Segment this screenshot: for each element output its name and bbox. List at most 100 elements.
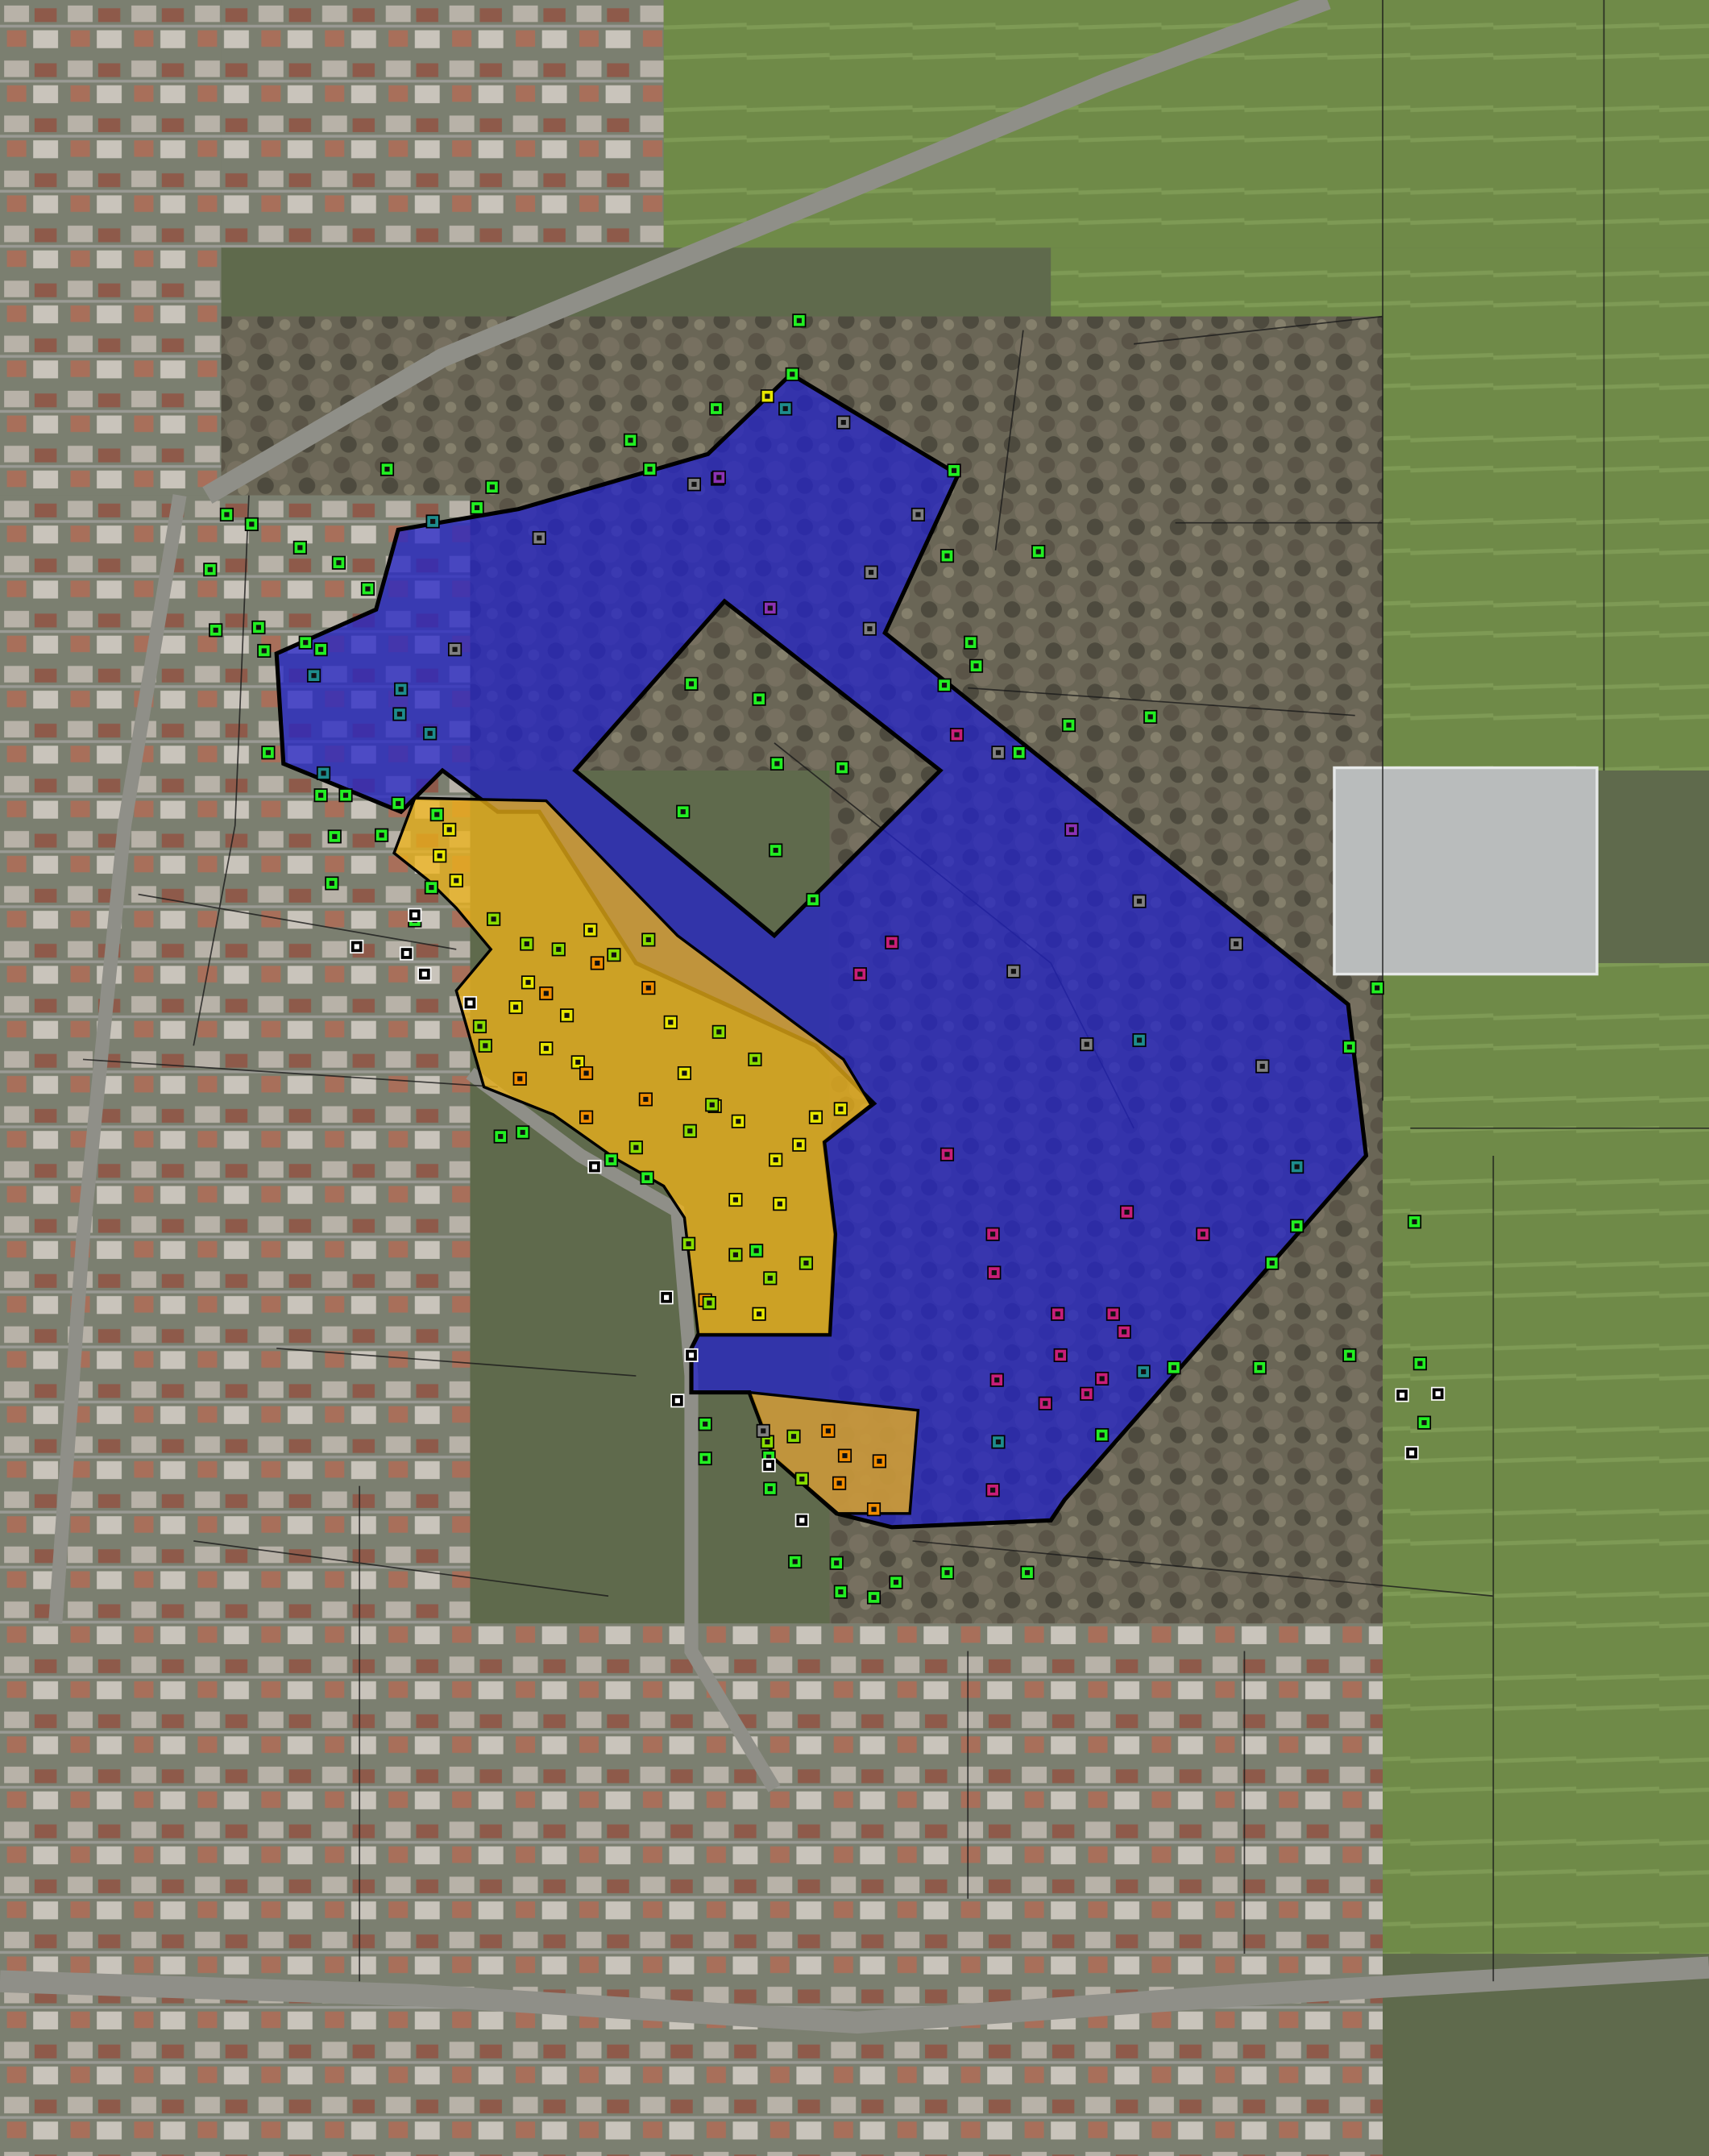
observation-point-marker-magenta[interactable] [1080,1386,1094,1401]
observation-point-marker-green[interactable] [752,692,766,706]
observation-point-marker-yellow[interactable] [433,849,447,863]
observation-point-marker-lime[interactable] [799,1256,814,1270]
observation-point-marker-lime[interactable] [748,1052,762,1066]
observation-point-marker-black[interactable] [408,908,422,922]
observation-point-marker-lime[interactable] [682,1124,697,1138]
observation-point-marker-green[interactable] [785,367,799,381]
observation-point-marker-green[interactable] [203,563,218,577]
observation-point-marker-green[interactable] [327,829,342,844]
observation-point-marker-lime[interactable] [681,1236,696,1251]
observation-point-marker-green[interactable] [1290,1219,1305,1233]
observation-point-marker-orange[interactable] [638,1092,653,1107]
observation-point-marker-green[interactable] [769,756,784,771]
observation-point-marker-gray[interactable] [910,507,926,521]
observation-point-marker-gray[interactable] [1255,1059,1270,1074]
observation-point-marker-magenta[interactable] [989,1373,1004,1387]
observation-point-marker-teal[interactable] [392,707,407,721]
observation-point-marker-gray[interactable] [687,477,702,492]
observation-point-marker-yellow[interactable] [663,1015,678,1029]
observation-point-marker-magenta[interactable] [1095,1371,1110,1386]
observation-point-marker-green[interactable] [1020,1565,1035,1580]
observation-point-marker-green[interactable] [313,642,328,657]
observation-point-marker-green[interactable] [1412,1356,1427,1371]
observation-point-marker-black[interactable] [587,1160,602,1174]
observation-point-marker-purple[interactable] [1064,822,1079,837]
observation-point-marker-yellow[interactable] [539,1041,554,1056]
observation-point-marker-teal[interactable] [425,514,440,529]
observation-point-marker-yellow[interactable] [769,1153,783,1167]
observation-point-marker-lime[interactable] [472,1019,487,1034]
observation-point-marker-magenta[interactable] [949,728,964,742]
observation-point-marker-green[interactable] [375,828,389,842]
observation-point-marker-orange[interactable] [579,1066,594,1081]
observation-point-marker-green[interactable] [209,623,223,638]
observation-point-marker-black[interactable] [761,1458,776,1473]
observation-point-marker-green[interactable] [769,843,783,858]
observation-point-marker-black[interactable] [399,946,414,961]
observation-point-marker-teal[interactable] [991,1435,1006,1449]
observation-point-marker-lime[interactable] [520,937,534,951]
observation-point-marker-green[interactable] [516,1125,530,1140]
observation-point-marker-teal[interactable] [306,668,321,683]
observation-point-marker-green[interactable] [889,1575,903,1589]
observation-point-marker-teal[interactable] [1290,1160,1305,1174]
observation-point-marker-green[interactable] [698,1451,712,1466]
observation-point-marker-lime[interactable] [763,1271,778,1286]
observation-point-marker-yellow[interactable] [508,1000,523,1015]
observation-point-marker-orange[interactable] [837,1448,852,1463]
observation-point-marker-green[interactable] [763,1481,778,1496]
observation-point-marker-green[interactable] [1095,1427,1110,1443]
observation-point-marker-black[interactable] [463,995,478,1010]
observation-point-marker-magenta[interactable] [1196,1227,1210,1241]
observation-point-marker-black[interactable] [794,1513,809,1527]
observation-point-marker-green[interactable] [331,555,346,570]
observation-point-marker-black[interactable] [350,939,364,954]
observation-point-marker-lime[interactable] [794,1472,809,1486]
observation-point-marker-gray[interactable] [864,565,878,580]
observation-point-marker-green[interactable] [338,788,353,803]
observation-point-marker-lime[interactable] [551,942,566,957]
observation-point-marker-lime[interactable] [478,1038,492,1053]
observation-point-marker-green[interactable] [325,876,339,891]
observation-point-marker-gray[interactable] [1080,1037,1094,1052]
observation-point-marker-magenta[interactable] [987,1265,1002,1280]
observation-point-marker-orange[interactable] [832,1476,847,1490]
observation-point-marker-green[interactable] [940,1565,955,1580]
observation-point-marker-yellow[interactable] [731,1114,745,1128]
observation-point-marker-green[interactable] [219,507,234,521]
observation-point-marker-yellow[interactable] [728,1193,743,1207]
observation-point-marker-green[interactable] [640,1170,654,1185]
observation-point-marker-green[interactable] [1167,1360,1181,1375]
observation-point-marker-lime[interactable] [786,1429,801,1444]
observation-point-marker-green[interactable] [470,501,484,515]
observation-point-marker-lime[interactable] [728,1248,743,1262]
observation-point-marker-magenta[interactable] [1051,1306,1065,1321]
observation-point-marker-teal[interactable] [316,766,331,780]
observation-point-marker-yellow[interactable] [833,1102,848,1116]
study-area-polygon-yellow[interactable] [392,796,873,1336]
observation-point-marker-black[interactable] [417,967,432,982]
observation-point-marker-green[interactable] [1407,1215,1422,1229]
observation-point-marker-green[interactable] [424,880,438,895]
observation-point-marker-yellow[interactable] [583,923,598,937]
observation-point-marker-black[interactable] [1395,1388,1409,1402]
observation-point-marker-green[interactable] [1143,709,1158,724]
observation-point-marker-green[interactable] [623,433,638,447]
observation-point-marker-yellow[interactable] [773,1197,787,1211]
observation-point-marker-green[interactable] [684,676,699,691]
observation-point-marker-orange[interactable] [866,1502,881,1517]
observation-point-marker-green[interactable] [485,480,500,494]
observation-point-marker-magenta[interactable] [1053,1348,1068,1363]
observation-point-marker-orange[interactable] [539,986,554,1001]
observation-point-marker-lime[interactable] [711,1024,726,1039]
observation-point-marker-magenta[interactable] [940,1147,955,1161]
observation-point-marker-gray[interactable] [1006,964,1021,978]
observation-point-marker-magenta[interactable] [1117,1324,1131,1339]
observation-point-marker-green[interactable] [380,462,395,476]
observation-point-marker-green[interactable] [709,401,724,416]
observation-point-marker-lime[interactable] [487,912,501,926]
observation-point-marker-black[interactable] [659,1290,674,1305]
observation-point-marker-green[interactable] [969,658,984,673]
observation-point-marker-green[interactable] [866,1590,881,1605]
